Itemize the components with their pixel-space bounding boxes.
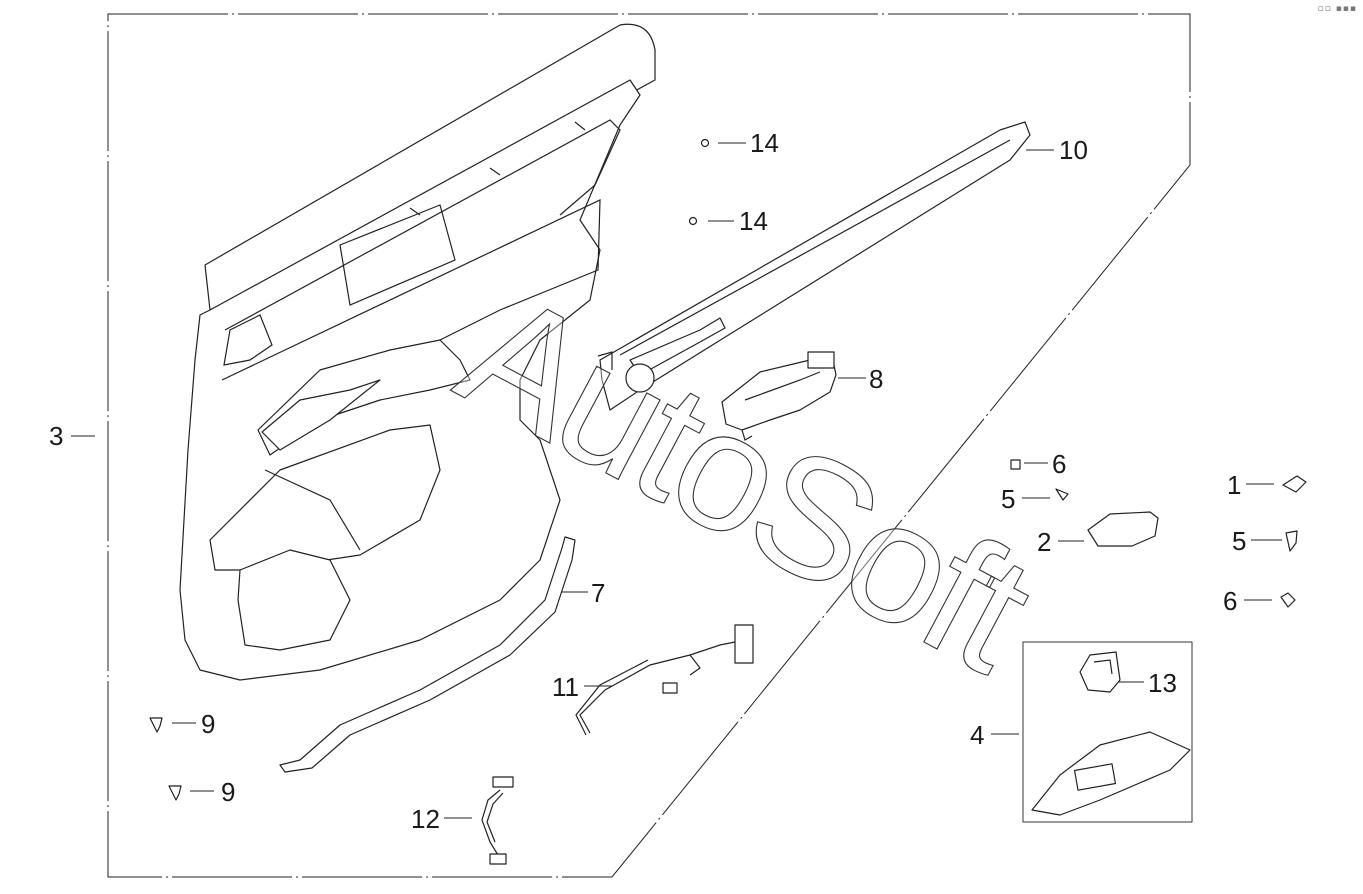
callout-6a: 6 [1052,449,1067,479]
switch-panel [1031,731,1191,816]
screw-5b [1285,530,1298,552]
clip-9a [149,717,163,733]
callout-2: 2 [1037,527,1052,557]
clip-14b [688,216,698,226]
callout-5a: 5 [1001,484,1016,514]
callout-4: 4 [970,720,985,750]
callout-7: 7 [591,578,606,608]
callout-5b: 5 [1232,526,1247,556]
wire-harness [481,776,514,865]
cap [1282,475,1307,493]
switch-panel-frame [1022,641,1193,823]
door-trim-panel [179,23,656,681]
callout-11: 11 [552,672,579,702]
leader-lines [71,142,1282,819]
power-window-switch [1079,651,1121,693]
clip-14a [700,138,710,148]
screw-5a [1055,488,1069,501]
nut-6a [1010,459,1021,470]
seal-strip [279,536,576,773]
callout-1: 1 [1227,470,1242,500]
corner-mark: ▫▫ ▪▪▪ [1317,4,1357,14]
callout-12: 12 [411,804,440,834]
callout-10: 10 [1059,135,1088,165]
group-boundary [107,13,1191,878]
callout-14b: 14 [739,206,768,236]
callout-14a: 14 [750,128,779,158]
clip-9b [168,785,182,801]
inside-handle [721,351,837,441]
nut-6b [1280,592,1296,608]
cable [575,624,754,736]
callout-9a: 9 [201,709,216,739]
callout-3: 3 [49,421,64,451]
callout-9b: 9 [221,777,236,807]
garnish [597,121,1031,411]
callout-6b: 6 [1223,586,1238,616]
callout-13: 13 [1148,668,1177,698]
callout-8: 8 [869,364,884,394]
cover [1087,511,1159,547]
